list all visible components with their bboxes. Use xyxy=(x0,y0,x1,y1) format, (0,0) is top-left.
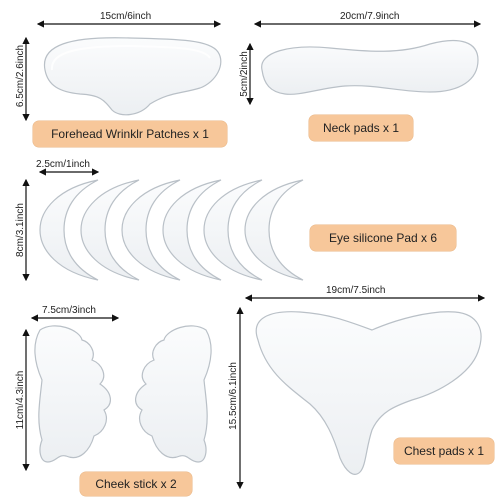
cheek-stick-left xyxy=(34,325,111,463)
forehead-height-dim: 6.5cm/2.6inch xyxy=(15,44,26,108)
eye-pad xyxy=(80,179,140,281)
eye-pad xyxy=(244,179,304,281)
forehead-width-dim: 15cm/6inch xyxy=(100,11,152,22)
cheek-label: Cheek stick x 2 xyxy=(80,472,192,496)
eye-pad xyxy=(162,179,222,281)
neck-height-dim: 5cm/2inch xyxy=(239,51,250,97)
eye-pad xyxy=(121,179,181,281)
cheek-sticks xyxy=(22,314,212,472)
chest-label: Chest pads x 1 xyxy=(394,438,494,464)
neck-pad xyxy=(246,20,482,106)
chest-height-dim: 15.5cm/6.1inch xyxy=(228,362,239,430)
eye-label: Eye silicone Pad x 6 xyxy=(310,225,456,251)
forehead-patch xyxy=(22,20,222,122)
neck-width-dim: 20cm/7.9inch xyxy=(340,11,400,22)
eye-width-dim: 2.5cm/1inch xyxy=(36,159,90,170)
eye-pad xyxy=(39,179,99,281)
chest-pad xyxy=(236,294,486,490)
eye-pads xyxy=(22,168,304,282)
eye-pad xyxy=(203,179,263,281)
cheek-stick-right xyxy=(135,325,212,463)
cheek-height-dim: 11cm/4.3inch xyxy=(15,370,26,430)
eye-height-dim: 8cm/3.1inch xyxy=(15,203,26,257)
neck-label: Neck pads x 1 xyxy=(309,115,413,141)
chest-width-dim: 19cm/7.5inch xyxy=(326,285,386,296)
cheek-width-dim: 7.5cm/3inch xyxy=(42,305,96,316)
forehead-label: Forehead Wrinklr Patches x 1 xyxy=(33,121,227,147)
